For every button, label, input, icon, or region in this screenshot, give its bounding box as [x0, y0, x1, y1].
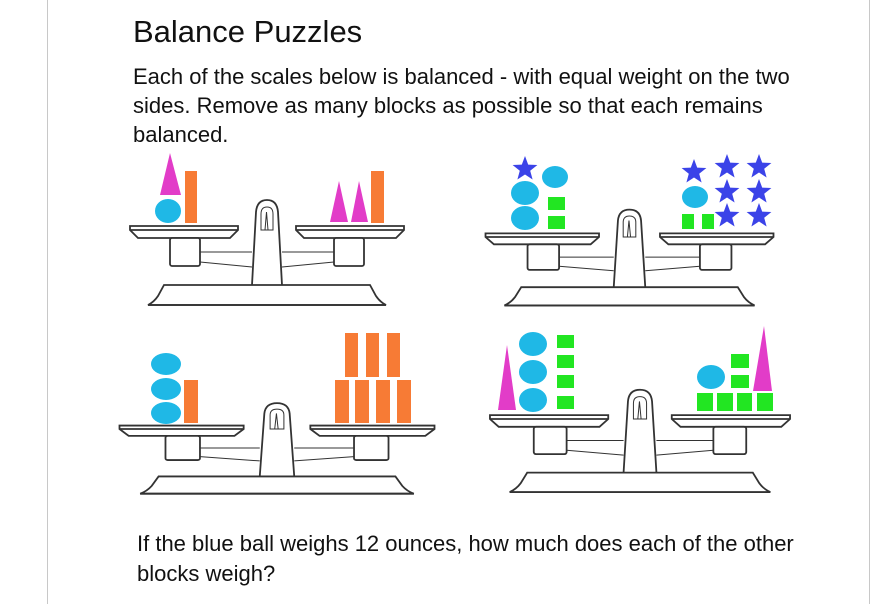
cube-block [737, 393, 752, 411]
star-block [512, 156, 538, 180]
cube-block [731, 375, 749, 388]
scale-left-pan [486, 233, 600, 244]
scale-base [148, 285, 386, 305]
scale-post [252, 200, 282, 285]
star-block [714, 203, 740, 227]
scale-base [510, 473, 771, 493]
cube-block [757, 393, 773, 411]
cube-block [557, 355, 574, 368]
bar-block [355, 380, 369, 423]
bar-block [185, 171, 197, 223]
ball-block [511, 206, 539, 230]
ball-block [682, 186, 708, 208]
scale-post [260, 403, 294, 476]
cube-block [717, 393, 733, 411]
bar-block [371, 171, 384, 223]
star-block [714, 179, 740, 203]
ball-block [155, 199, 181, 223]
star-block [714, 154, 740, 178]
bar-block [387, 333, 400, 377]
balance-scale-3 [108, 360, 446, 498]
balance-scale-4 [479, 341, 801, 497]
cube-block [557, 396, 574, 409]
cube-block [682, 214, 694, 229]
cone-block [498, 345, 516, 410]
cube-block [548, 216, 565, 229]
ball-block [151, 402, 181, 424]
scale-left-pan-support [165, 436, 199, 460]
star-block [746, 154, 772, 178]
cube-block [731, 354, 749, 368]
bar-block [345, 333, 358, 377]
instructions-text: Each of the scales below is balanced - w… [133, 64, 790, 147]
bar-block [184, 380, 198, 423]
scale-beam [559, 257, 700, 271]
ball-block [519, 360, 547, 384]
scale-post [624, 390, 657, 473]
scale-right-pan-support [713, 427, 746, 454]
balance-scale-1 [120, 150, 414, 310]
ball-block [511, 181, 539, 205]
star-block [746, 203, 772, 227]
ball-block [151, 353, 181, 375]
page-right-border [869, 0, 870, 604]
star-block [746, 179, 772, 203]
cube-block [557, 375, 574, 388]
scale-post-window [623, 216, 636, 237]
scale-post-window [261, 207, 273, 230]
bar-block [366, 333, 379, 377]
bar-block [335, 380, 349, 423]
scale-beam [200, 252, 334, 267]
bar-block [397, 380, 411, 423]
balance-scale-2 [475, 164, 784, 310]
ball-block [519, 388, 547, 412]
scale-right-pan-support [354, 436, 388, 460]
scale-base [504, 287, 754, 305]
ball-block [697, 365, 725, 389]
ball-block [542, 166, 568, 188]
cone-block [160, 153, 181, 195]
scale-post [614, 210, 646, 288]
scale-beam [567, 440, 714, 455]
cube-block [557, 335, 574, 348]
bar-block [376, 380, 390, 423]
cone-block [753, 326, 772, 391]
question-text: If the blue ball weighs 12 ounces, how m… [137, 531, 794, 586]
star-block [681, 159, 707, 183]
ball-block [151, 378, 181, 400]
scale-left-pan-support [534, 427, 567, 454]
cone-block [330, 181, 348, 222]
scale-beam [200, 448, 354, 461]
page-title: Balance Puzzles [133, 14, 363, 49]
scale-left-pan-support [528, 244, 560, 270]
ball-block [519, 332, 547, 356]
cube-block [697, 393, 713, 411]
cone-block [351, 181, 368, 222]
page-left-border [47, 0, 48, 604]
scale-right-pan-support [700, 244, 732, 270]
scale-base [140, 476, 414, 493]
scale-post-window [633, 397, 646, 419]
cube-block [702, 214, 714, 229]
scale-post-window [270, 409, 284, 429]
cube-block [548, 197, 565, 210]
